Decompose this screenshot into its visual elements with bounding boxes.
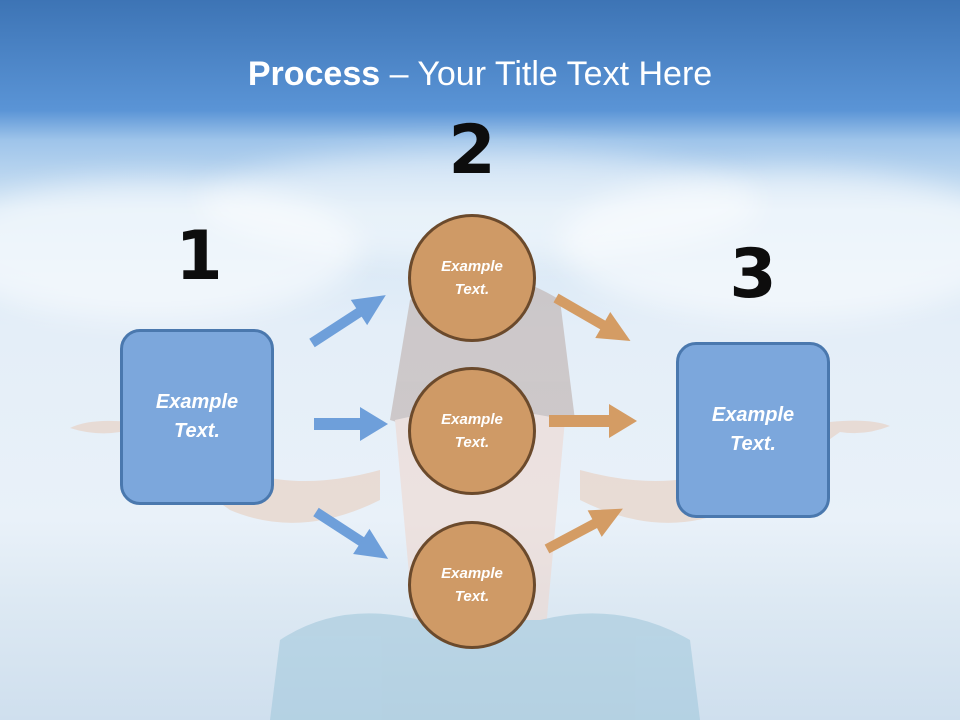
arrow-from-middle-circle [549,404,637,438]
background-cloud [0,180,360,320]
step-3-box: Example Text. [676,342,830,518]
step-number-3: 3 [729,235,777,314]
slide-title: Process – Your Title Text Here [0,52,960,96]
circle-middle-label: Example Text. [441,411,503,451]
arrow-to-middle-circle [314,407,388,441]
step-number-1: 1 [175,217,223,296]
step-2-circle-top: Example Text. [408,214,536,342]
title-bold-part: Process [247,55,381,93]
arrow-to-bottom-circle [313,507,389,559]
background-cloud [560,170,960,320]
step-1-label: Example Text. [155,391,239,442]
step-2-circle-bottom: Example Text. [408,521,536,649]
arrow-to-top-circle [309,295,386,348]
circle-bottom-label: Example Text. [441,565,503,605]
arrow-from-bottom-circle [544,508,623,554]
step-3-label: Example Text. [711,404,795,455]
circle-top-label: Example Text. [441,258,503,298]
step-2-circle-middle: Example Text. [408,367,536,495]
title-rest: – Your Title Text Here [380,55,713,93]
step-1-box: Example Text. [120,329,274,505]
arrow-from-top-circle [553,293,631,341]
step-number-2: 2 [448,111,496,190]
